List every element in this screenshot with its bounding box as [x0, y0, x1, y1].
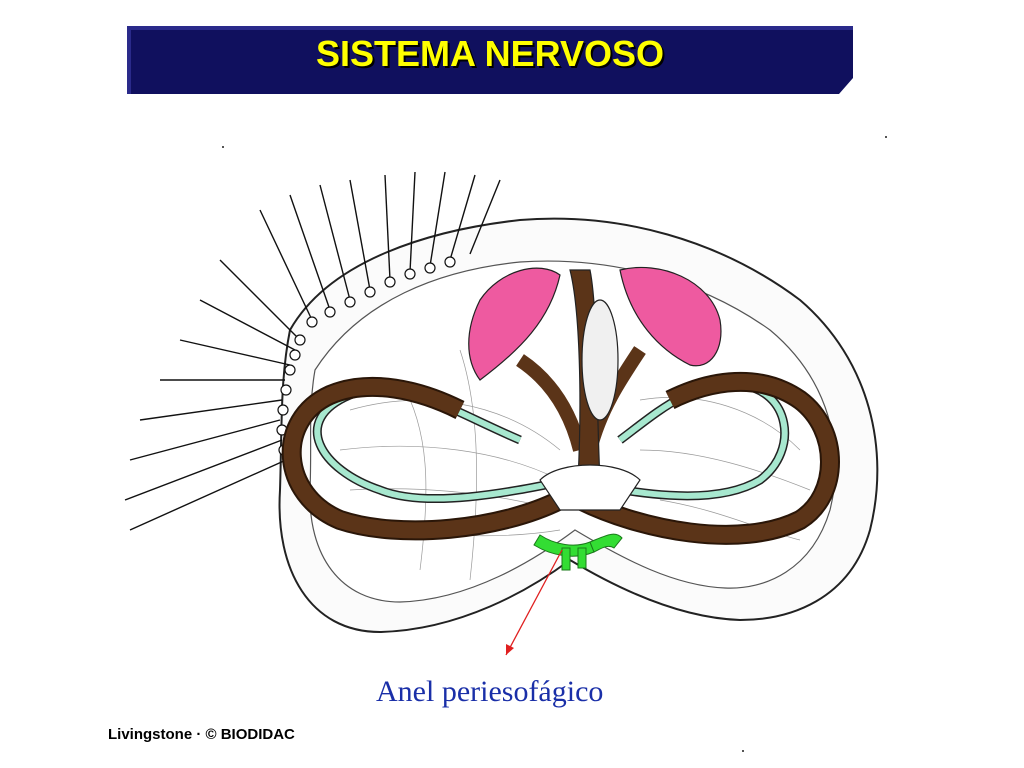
spines — [124, 171, 501, 531]
image-credit: Livingstone · © BIODIDAC — [108, 726, 295, 743]
title-banner: SISTEMA NERVOSO — [127, 26, 853, 94]
anatomy-figure — [100, 150, 900, 670]
stray-mark — [222, 146, 224, 148]
sea-urchin-lantern-drawing — [124, 171, 879, 656]
page-title: SISTEMA NERVOSO — [315, 33, 665, 74]
title-banner-shape — [127, 26, 853, 94]
anel-periesofagico-label: Anel periesofágico — [376, 675, 604, 708]
gonad-left — [468, 267, 561, 381]
gonad-right — [619, 266, 722, 367]
stray-mark — [885, 136, 887, 138]
siphon — [581, 299, 619, 421]
spine-bases — [276, 256, 456, 456]
stray-mark — [742, 750, 744, 752]
pointer-line — [505, 549, 563, 656]
pointer-arrowhead — [506, 644, 514, 655]
periesophageal-nerve-ring — [533, 533, 623, 571]
lantern-base — [539, 464, 641, 511]
